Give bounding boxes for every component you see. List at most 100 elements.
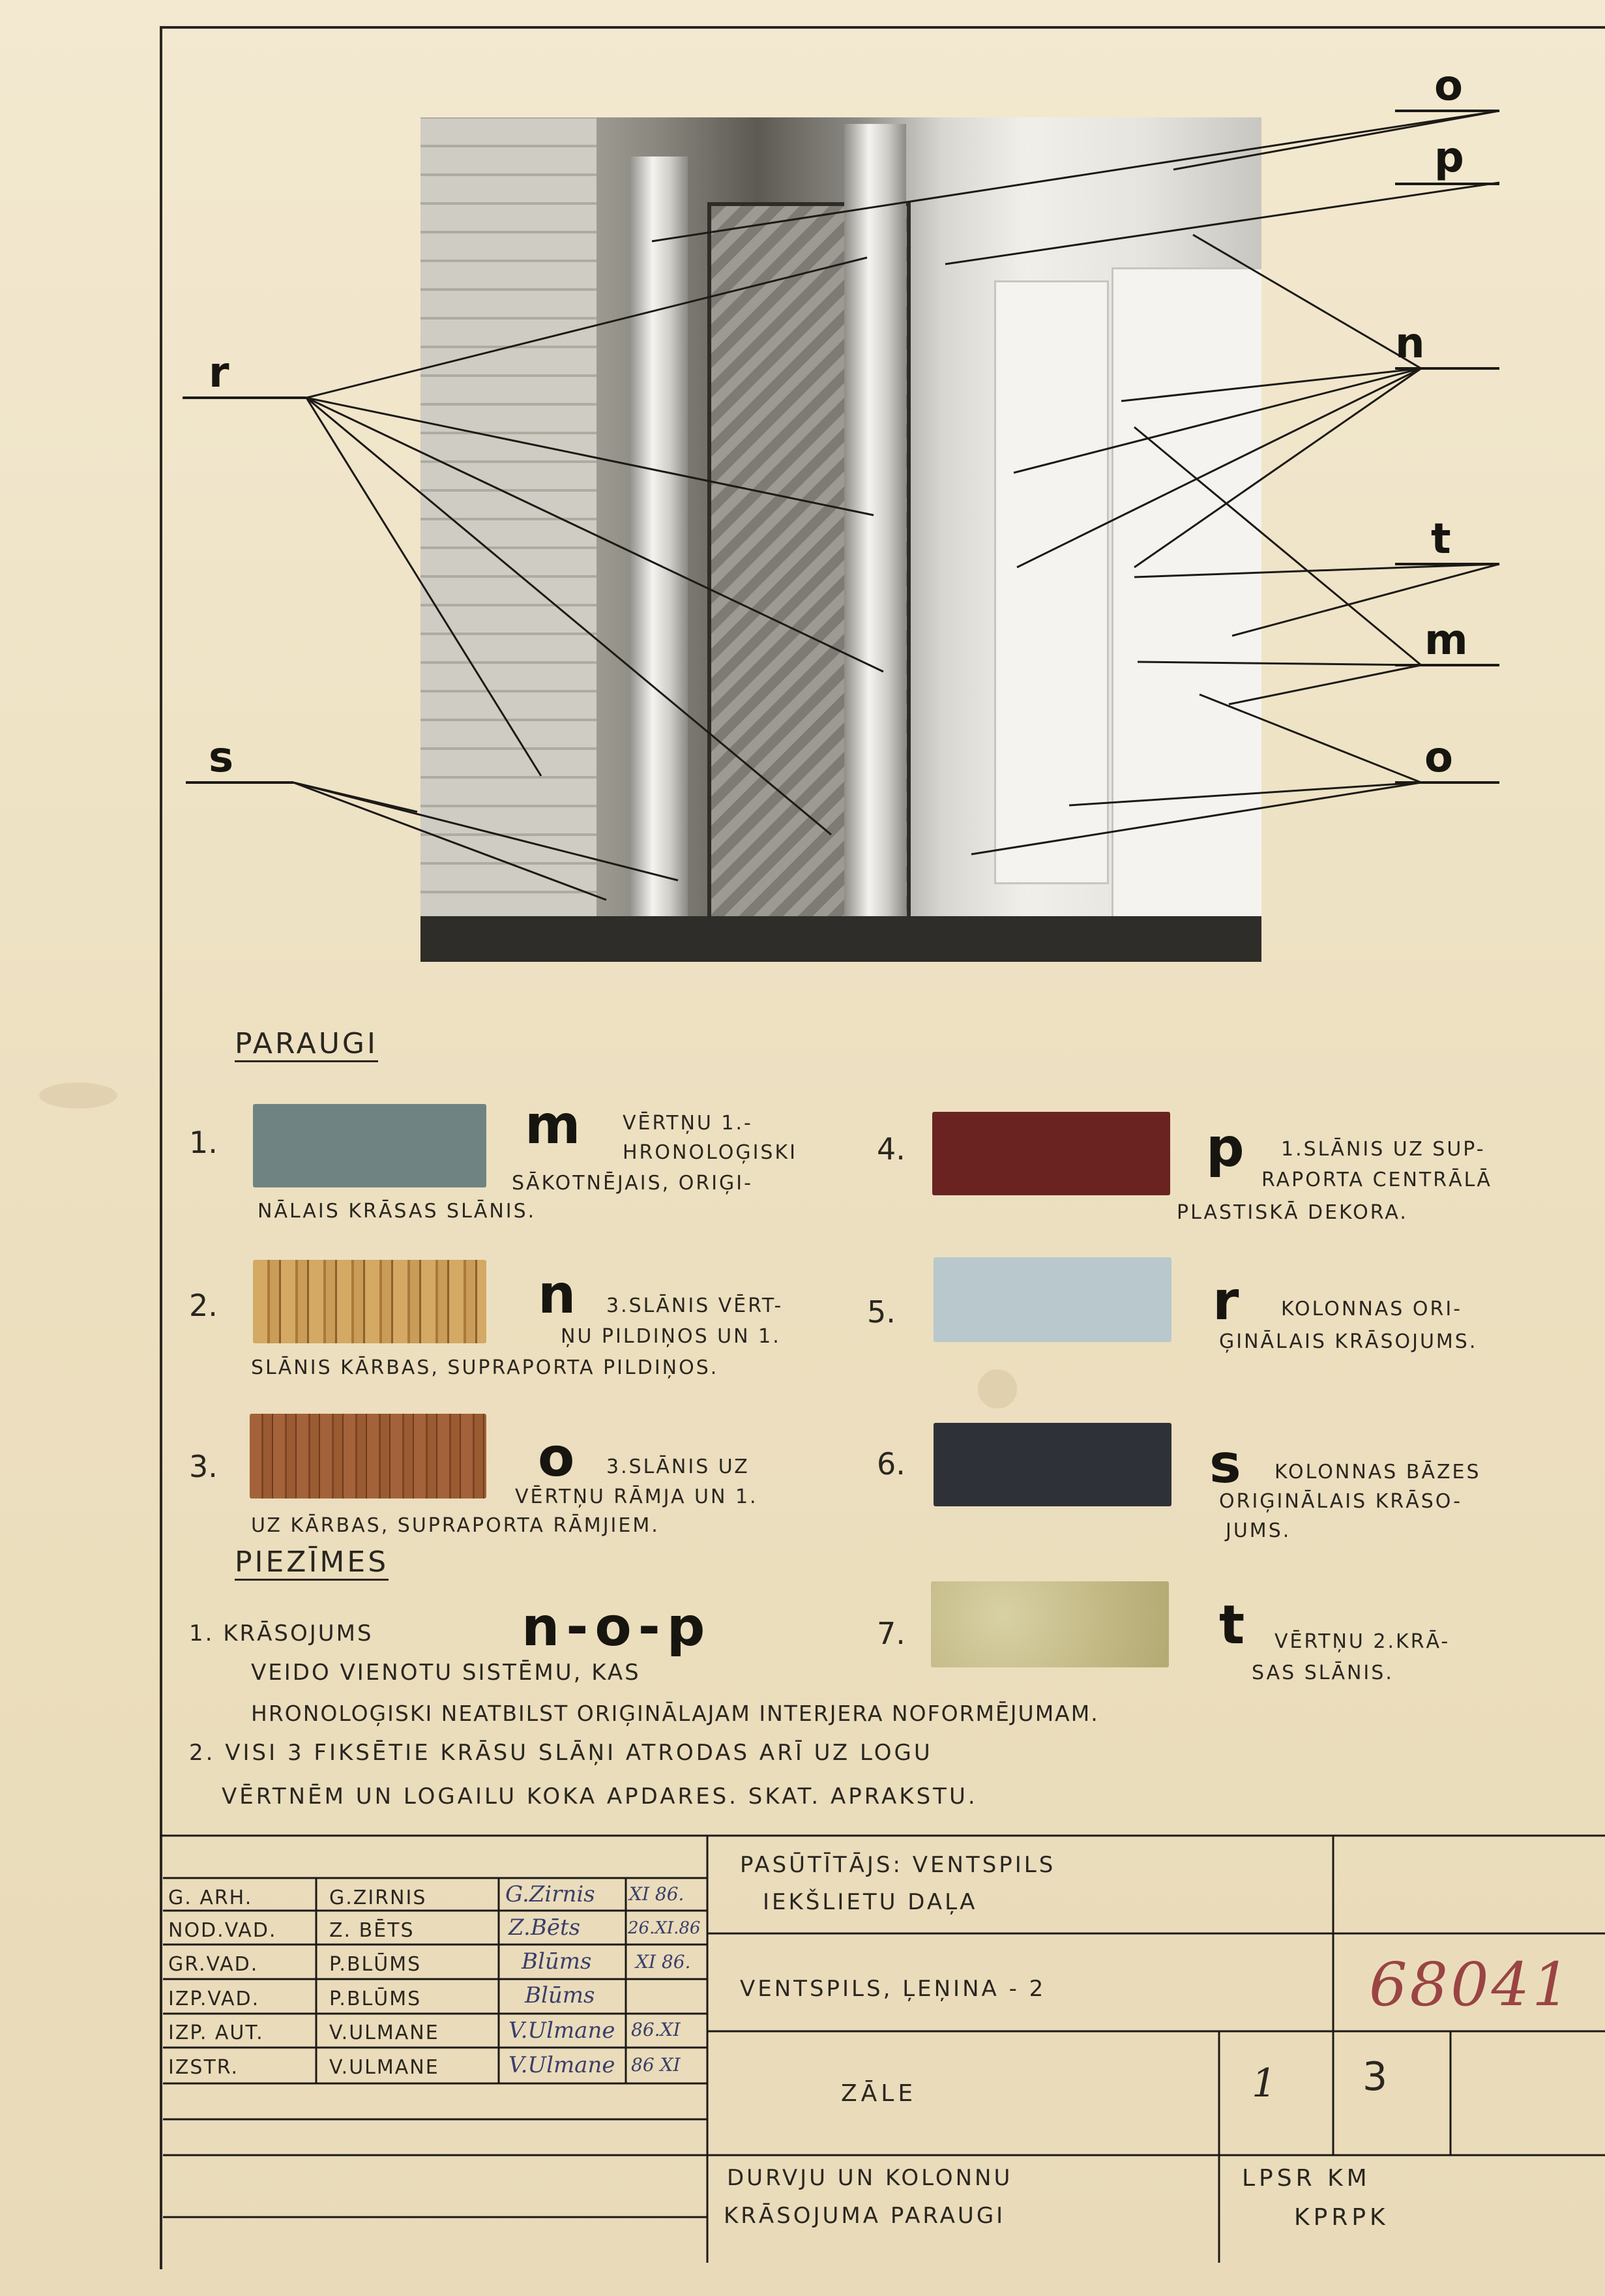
sample-number: 1. xyxy=(189,1125,218,1160)
color-swatch xyxy=(250,1414,486,1498)
callout-rule xyxy=(183,396,306,399)
callout-rule xyxy=(1395,110,1499,112)
tb-date: 86.XI xyxy=(631,2019,681,2040)
tb-organization-2: KPRPK xyxy=(1294,2204,1389,2231)
tb-date: XI 86. xyxy=(636,1951,691,1973)
tb-signature: Blūms xyxy=(525,1982,595,2008)
sample-number: 2. xyxy=(189,1288,218,1323)
callout-rule xyxy=(1395,781,1499,784)
floor xyxy=(420,916,1261,962)
tb-role: G. ARH. xyxy=(168,1886,253,1909)
note-1-line-3: HRONOLOĢISKI NEATBILST ORIĢINĀLAJAM INTE… xyxy=(251,1701,1099,1726)
tb-date: 86 XI xyxy=(631,2054,681,2076)
sample-letter: r xyxy=(1213,1270,1239,1332)
sample-text: ORIĢINĀLAIS KRĀSO- xyxy=(1219,1490,1463,1513)
callout-p: p xyxy=(1434,134,1464,182)
white-door-leaf xyxy=(994,280,1109,884)
tb-role: GR.VAD. xyxy=(168,1953,259,1976)
tb-signature: Z.Bēts xyxy=(508,1915,581,1941)
tb-role: IZP. AUT. xyxy=(168,2021,264,2044)
sample-number: 3. xyxy=(189,1449,218,1484)
tb-client-line-2: IEKŠLIETU DAĻA xyxy=(763,1889,978,1915)
paper-stain xyxy=(39,1082,117,1109)
tb-signature: G.Zirnis xyxy=(505,1881,595,1907)
sample-letter: p xyxy=(1206,1117,1244,1179)
tb-client-line-1: PASŪTĪTĀJS: VENTSPILS xyxy=(740,1852,1056,1878)
color-swatch xyxy=(932,1112,1170,1195)
callout-r: r xyxy=(209,349,229,397)
sample-number: 5. xyxy=(867,1294,896,1330)
sample-text: JUMS. xyxy=(1226,1519,1291,1542)
tb-room: ZĀLE xyxy=(841,2080,917,2107)
tb-name: P.BLŪMS xyxy=(329,1988,422,2010)
tb-name: G.ZIRNIS xyxy=(329,1886,427,1909)
sample-text: KOLONNAS BĀZES xyxy=(1274,1461,1481,1483)
sample-text: SAS SLĀNIS. xyxy=(1252,1662,1394,1684)
tb-name: V.ULMANE xyxy=(329,2056,439,2079)
column-left xyxy=(629,157,688,919)
frame-top-border xyxy=(160,26,1605,29)
sample-text: UZ KĀRBAS, SUPRAPORTA RĀMJIEM. xyxy=(251,1514,660,1537)
tb-date: XI 86. xyxy=(629,1883,685,1905)
sample-number: 6. xyxy=(877,1446,906,1482)
callout-rule xyxy=(186,781,293,784)
tb-role: IZSTR. xyxy=(168,2056,239,2079)
column-right xyxy=(844,124,906,932)
callout-t: t xyxy=(1431,515,1451,563)
sample-letter: o xyxy=(538,1427,575,1489)
sample-text: PLASTISKĀ DEKORA. xyxy=(1177,1201,1408,1224)
tb-sheet-number: 1 xyxy=(1252,2061,1277,2106)
sample-text: RAPORTA CENTRĀLĀ xyxy=(1261,1169,1492,1191)
tb-signature: V.Ulmane xyxy=(508,2052,615,2078)
tb-organization-1: LPSR KM xyxy=(1242,2165,1371,2192)
sample-text: KOLONNAS ORI- xyxy=(1281,1298,1463,1320)
tb-sheet-count: 3 xyxy=(1362,2054,1389,2100)
sample-text: 1.SLĀNIS UZ SUP- xyxy=(1281,1138,1486,1161)
sample-text: 3.SLĀNIS UZ xyxy=(606,1455,750,1478)
color-swatch xyxy=(253,1260,486,1343)
sample-number: 7. xyxy=(877,1616,906,1651)
color-swatch xyxy=(934,1423,1171,1506)
samples-heading: PARAUGI xyxy=(235,1027,378,1062)
tb-reference-number: 68041 xyxy=(1369,1950,1573,2020)
sample-letter: s xyxy=(1209,1433,1241,1495)
tb-signature: Blūms xyxy=(522,1948,592,1975)
callout-o-bottom: o xyxy=(1424,734,1453,782)
sample-text: ĢINĀLAIS KRĀSOJUMS. xyxy=(1219,1330,1478,1353)
frame-left-border xyxy=(160,26,162,2269)
callout-s: s xyxy=(209,734,234,782)
tb-drawing-title-2: KRĀSOJUMA PARAUGI xyxy=(724,2203,1006,2229)
leader-lines xyxy=(293,110,1500,901)
note-2-line-2: VĒRTNĒM UN LOGAILU KOKA APDARES. SKAT. A… xyxy=(222,1783,978,1810)
paper-stain xyxy=(978,1369,1017,1409)
sample-text: VĒRTŅU 1.- xyxy=(623,1112,753,1135)
note-1-prefix: 1. KRĀSOJUMS xyxy=(189,1620,374,1647)
tb-date: 26.XI.86 xyxy=(628,1918,701,1938)
sample-letter: m xyxy=(525,1094,581,1156)
sample-text: 3.SLĀNIS VĒRT- xyxy=(606,1294,784,1317)
callout-o-top: o xyxy=(1434,62,1463,110)
callout-n: n xyxy=(1395,320,1425,368)
sample-text: SĀKOTNĒJAIS, ORIĢI- xyxy=(512,1172,753,1195)
sample-letter: n xyxy=(538,1264,576,1326)
tb-role: NOD.VAD. xyxy=(168,1919,277,1942)
tb-name: Z. BĒTS xyxy=(329,1919,415,1942)
note-1-letters: n-o-p xyxy=(522,1596,712,1658)
callout-rule xyxy=(1395,563,1499,565)
tb-drawing-title-1: DURVJU UN KOLONNU xyxy=(727,2165,1013,2191)
callout-rule xyxy=(1395,367,1499,370)
sample-text: VĒRTŅU RĀMJA UN 1. xyxy=(515,1485,758,1508)
tb-role: IZP.VAD. xyxy=(168,1988,260,2010)
sample-text: ŅU PILDIŅOS UN 1. xyxy=(561,1325,781,1348)
callout-m: m xyxy=(1424,616,1468,664)
white-door-leaf-open xyxy=(1112,267,1261,923)
sample-text: HRONOLOĢISKI xyxy=(623,1141,797,1164)
sample-text: NĀLAIS KRĀSAS SLĀNIS. xyxy=(258,1200,537,1223)
tb-name: P.BLŪMS xyxy=(329,1953,422,1976)
sample-letter: t xyxy=(1219,1594,1245,1656)
sample-text: SLĀNIS KĀRBAS, SUPRAPORTA PILDIŅOS. xyxy=(251,1356,719,1379)
callout-rule xyxy=(1395,183,1499,185)
color-swatch xyxy=(253,1104,486,1187)
